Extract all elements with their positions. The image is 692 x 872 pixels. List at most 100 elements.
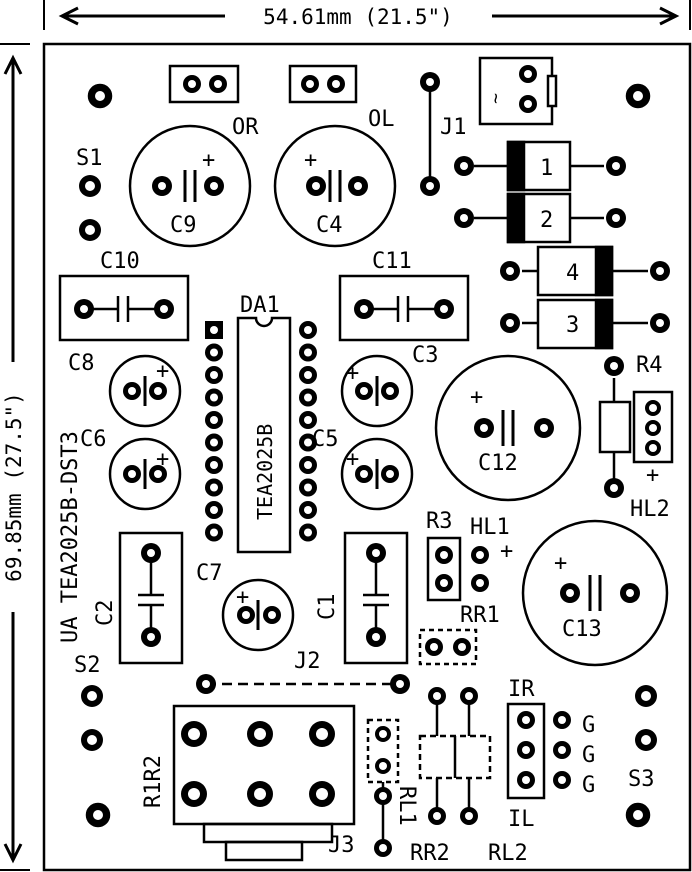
pad-hole [210, 393, 218, 402]
resistor-rr1 [418, 628, 478, 666]
diode-2-number: 2 [540, 208, 553, 233]
label-rr2: RR2 [410, 841, 450, 866]
pad-hole [210, 182, 218, 190]
label-ol: OL [368, 107, 395, 132]
pad-hole [612, 162, 620, 170]
pad-hole [372, 633, 380, 641]
pad-hole [214, 80, 222, 88]
pad-hole [522, 716, 530, 724]
label-c8: C8 [68, 351, 95, 376]
pad-hole [379, 792, 387, 800]
pad-hole [610, 484, 618, 492]
plus-mark: + [156, 359, 169, 384]
pad-hole [426, 78, 434, 86]
pad-hole [210, 483, 218, 492]
label-da1: DA1 [240, 293, 280, 318]
pad-hole [128, 387, 136, 395]
pad-hole [210, 438, 218, 447]
pad-hole [522, 776, 530, 784]
pad-hole [379, 730, 387, 738]
pad-hole [306, 80, 314, 88]
pad-hole [80, 305, 88, 313]
pad-hole [360, 470, 368, 478]
pad-hole [440, 579, 448, 587]
plus-mark: + [554, 551, 567, 576]
label-r4: R4 [636, 353, 663, 378]
label-s3: S3 [628, 767, 655, 792]
pad-hole [304, 416, 312, 424]
pad-hole [465, 692, 473, 700]
label-c9: C9 [170, 213, 197, 238]
label-ir: IR [508, 677, 535, 702]
width-label: 54.61mm (21.5") [263, 5, 453, 29]
pad-hole [433, 692, 441, 700]
pad-hole [304, 506, 312, 514]
pad-hole [386, 470, 394, 478]
pad-hole [386, 387, 394, 395]
label-c1: C1 [315, 594, 340, 621]
label-c7: C7 [196, 561, 223, 586]
pad-hole [316, 788, 328, 800]
plus-mark: + [346, 361, 359, 386]
label-rr1: RR1 [460, 603, 500, 628]
pad-hole [304, 461, 312, 469]
capacitor-c8 [108, 354, 182, 428]
pad-hole [460, 162, 468, 170]
pad-hole [558, 716, 566, 724]
pad-hole [354, 182, 362, 190]
pad-hole [476, 551, 484, 559]
capacitor-c4 [273, 124, 397, 248]
capacitor-c5 [340, 437, 414, 511]
pad-hole [433, 812, 441, 820]
pad-hole [304, 393, 312, 402]
capacitor-c12 [434, 354, 582, 502]
pad-hole [210, 528, 218, 537]
diode-1-number: 1 [540, 156, 553, 181]
pad-hole [524, 70, 532, 78]
pad-hole [649, 424, 657, 432]
pad-hole [304, 528, 312, 537]
pad-hole [360, 305, 368, 313]
pad-hole [558, 746, 566, 754]
plus-mark: + [156, 447, 169, 472]
label-c5: C5 [312, 427, 339, 452]
pad-hole [641, 691, 651, 701]
connector-or [168, 64, 240, 104]
pad-hole [396, 680, 404, 688]
pad-hole [304, 371, 312, 379]
pad-hole [612, 214, 620, 222]
capacitor-c3 [340, 354, 414, 428]
plus-mark: + [470, 385, 483, 410]
pad-hole [254, 728, 266, 740]
pad-hole [254, 788, 266, 800]
width-dimension: 54.61mm (21.5") [43, 0, 691, 30]
pad-hole [210, 461, 218, 469]
label-j2: J2 [294, 649, 321, 674]
label-r3: R3 [426, 509, 453, 534]
label-j1: J1 [440, 115, 467, 140]
plus-mark: + [202, 148, 215, 173]
ic-da1 [236, 316, 292, 554]
pad-hole [656, 267, 664, 275]
pad-hole [304, 326, 312, 334]
label-j3: J3 [328, 833, 355, 858]
label-c10: C10 [100, 249, 140, 274]
led-hl2 [632, 390, 674, 464]
label-g2: G [582, 743, 595, 768]
pad-hole [87, 735, 97, 745]
pad-hole [610, 362, 618, 370]
label-rl2: RL2 [488, 841, 528, 866]
pad-hole [566, 589, 574, 597]
resistor-r3 [426, 536, 462, 602]
pad-hole [85, 181, 95, 191]
pad-hole [210, 371, 218, 379]
pad-hole [188, 728, 200, 740]
ic-part-number: TEA2025B [253, 424, 277, 520]
pad-hole [379, 762, 387, 770]
capacitor-c11 [338, 274, 470, 342]
pad-hole [522, 746, 530, 754]
pad-hole [458, 643, 466, 651]
capacitor-c9 [128, 124, 252, 248]
label-g1: G [582, 713, 595, 738]
